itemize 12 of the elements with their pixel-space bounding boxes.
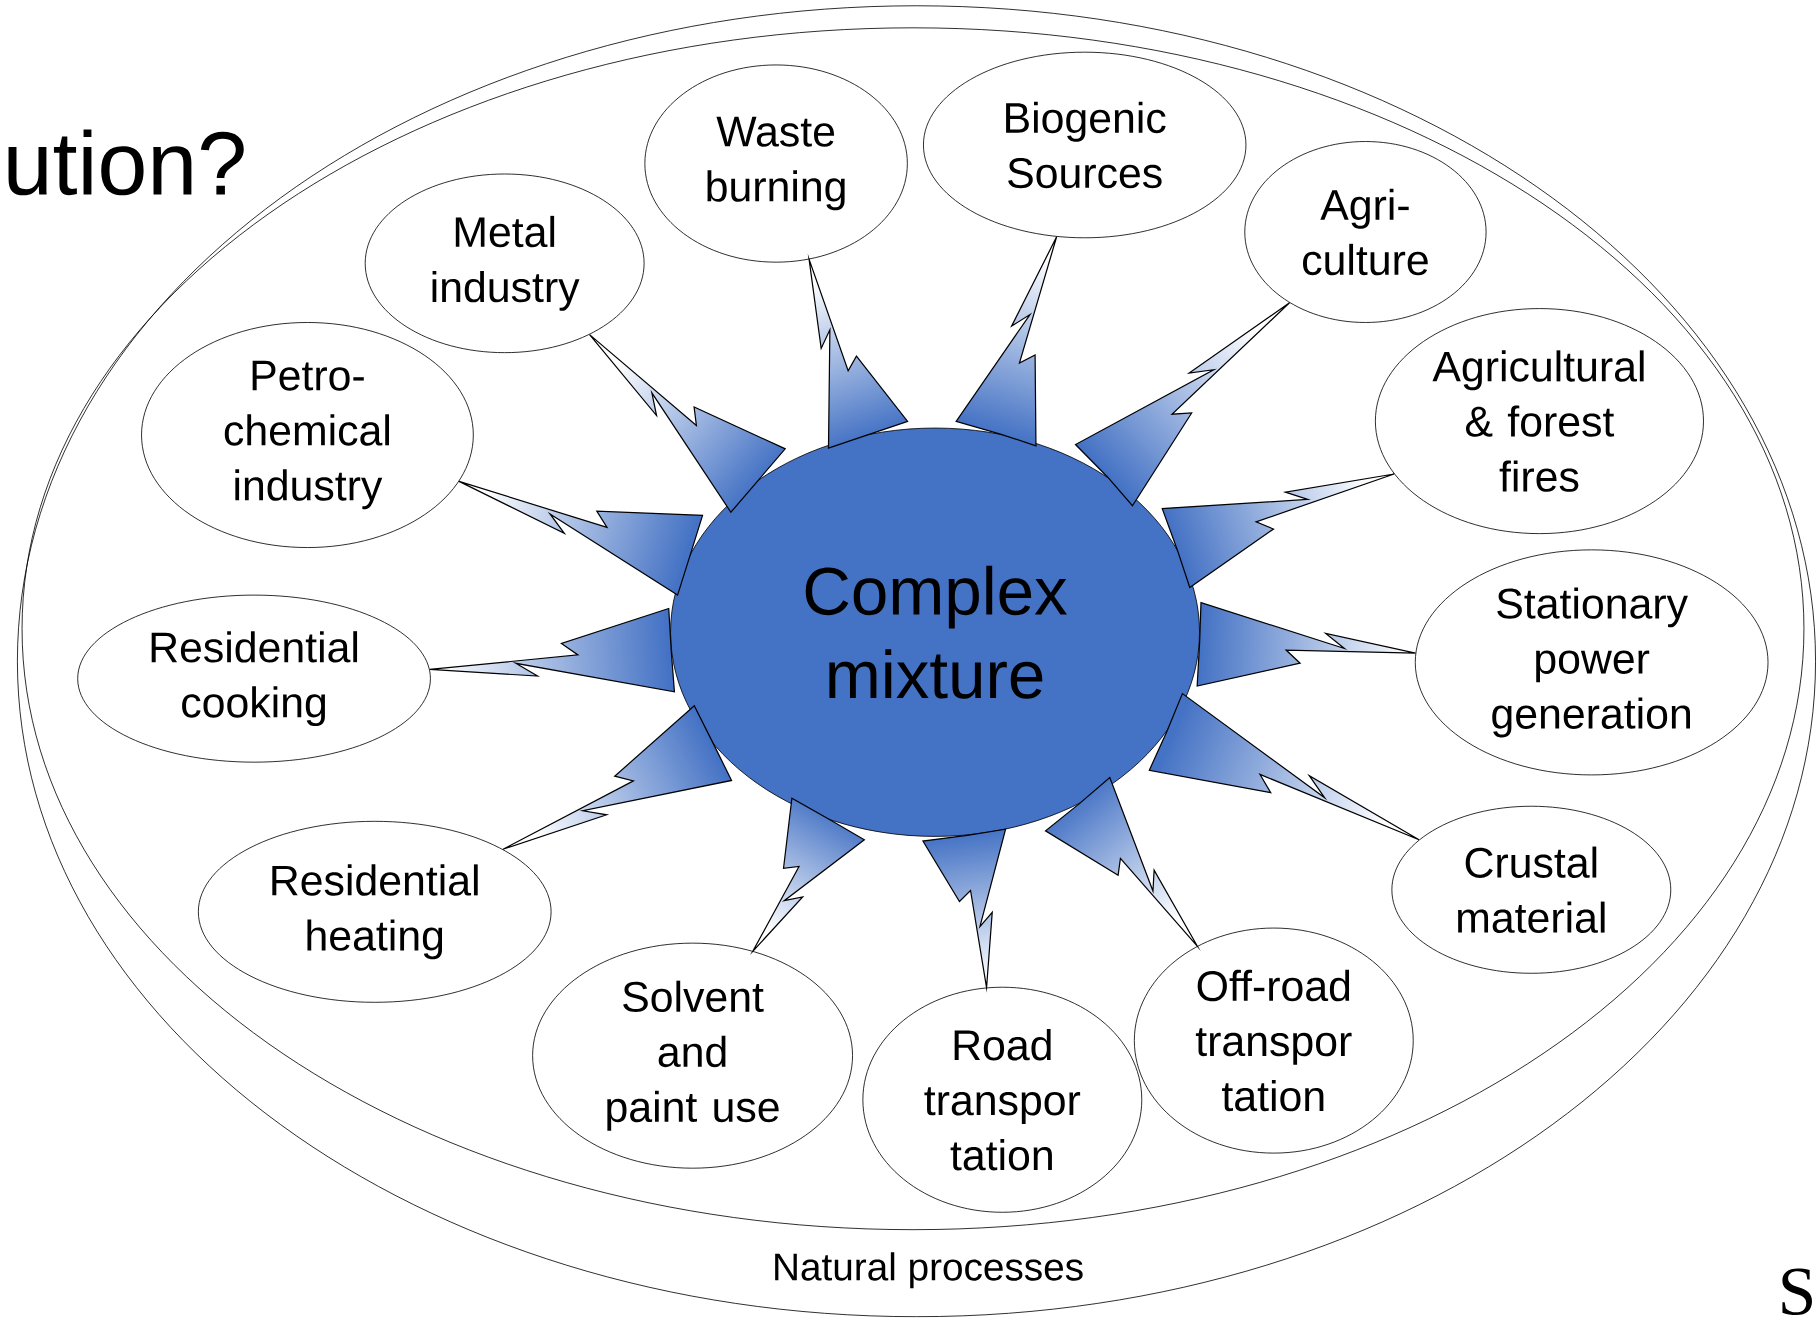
- lightning-bolt: [1196, 601, 1417, 687]
- heading-fragment: S: [1782, 1268, 1812, 1316]
- lightning-bolt: [1074, 302, 1291, 507]
- lightning-bolt: [589, 334, 787, 514]
- heading-fragment: ution?: [8, 129, 244, 196]
- lightning-bolt: [458, 480, 704, 597]
- lightning-bolt: [955, 236, 1058, 447]
- lightning-bolt: [1161, 473, 1395, 589]
- region-label: Natural processes: [775, 1252, 1083, 1289]
- lightning-bolt: [429, 607, 676, 693]
- lightning-bolt: [502, 704, 733, 850]
- lightning-bolt: [1148, 692, 1420, 841]
